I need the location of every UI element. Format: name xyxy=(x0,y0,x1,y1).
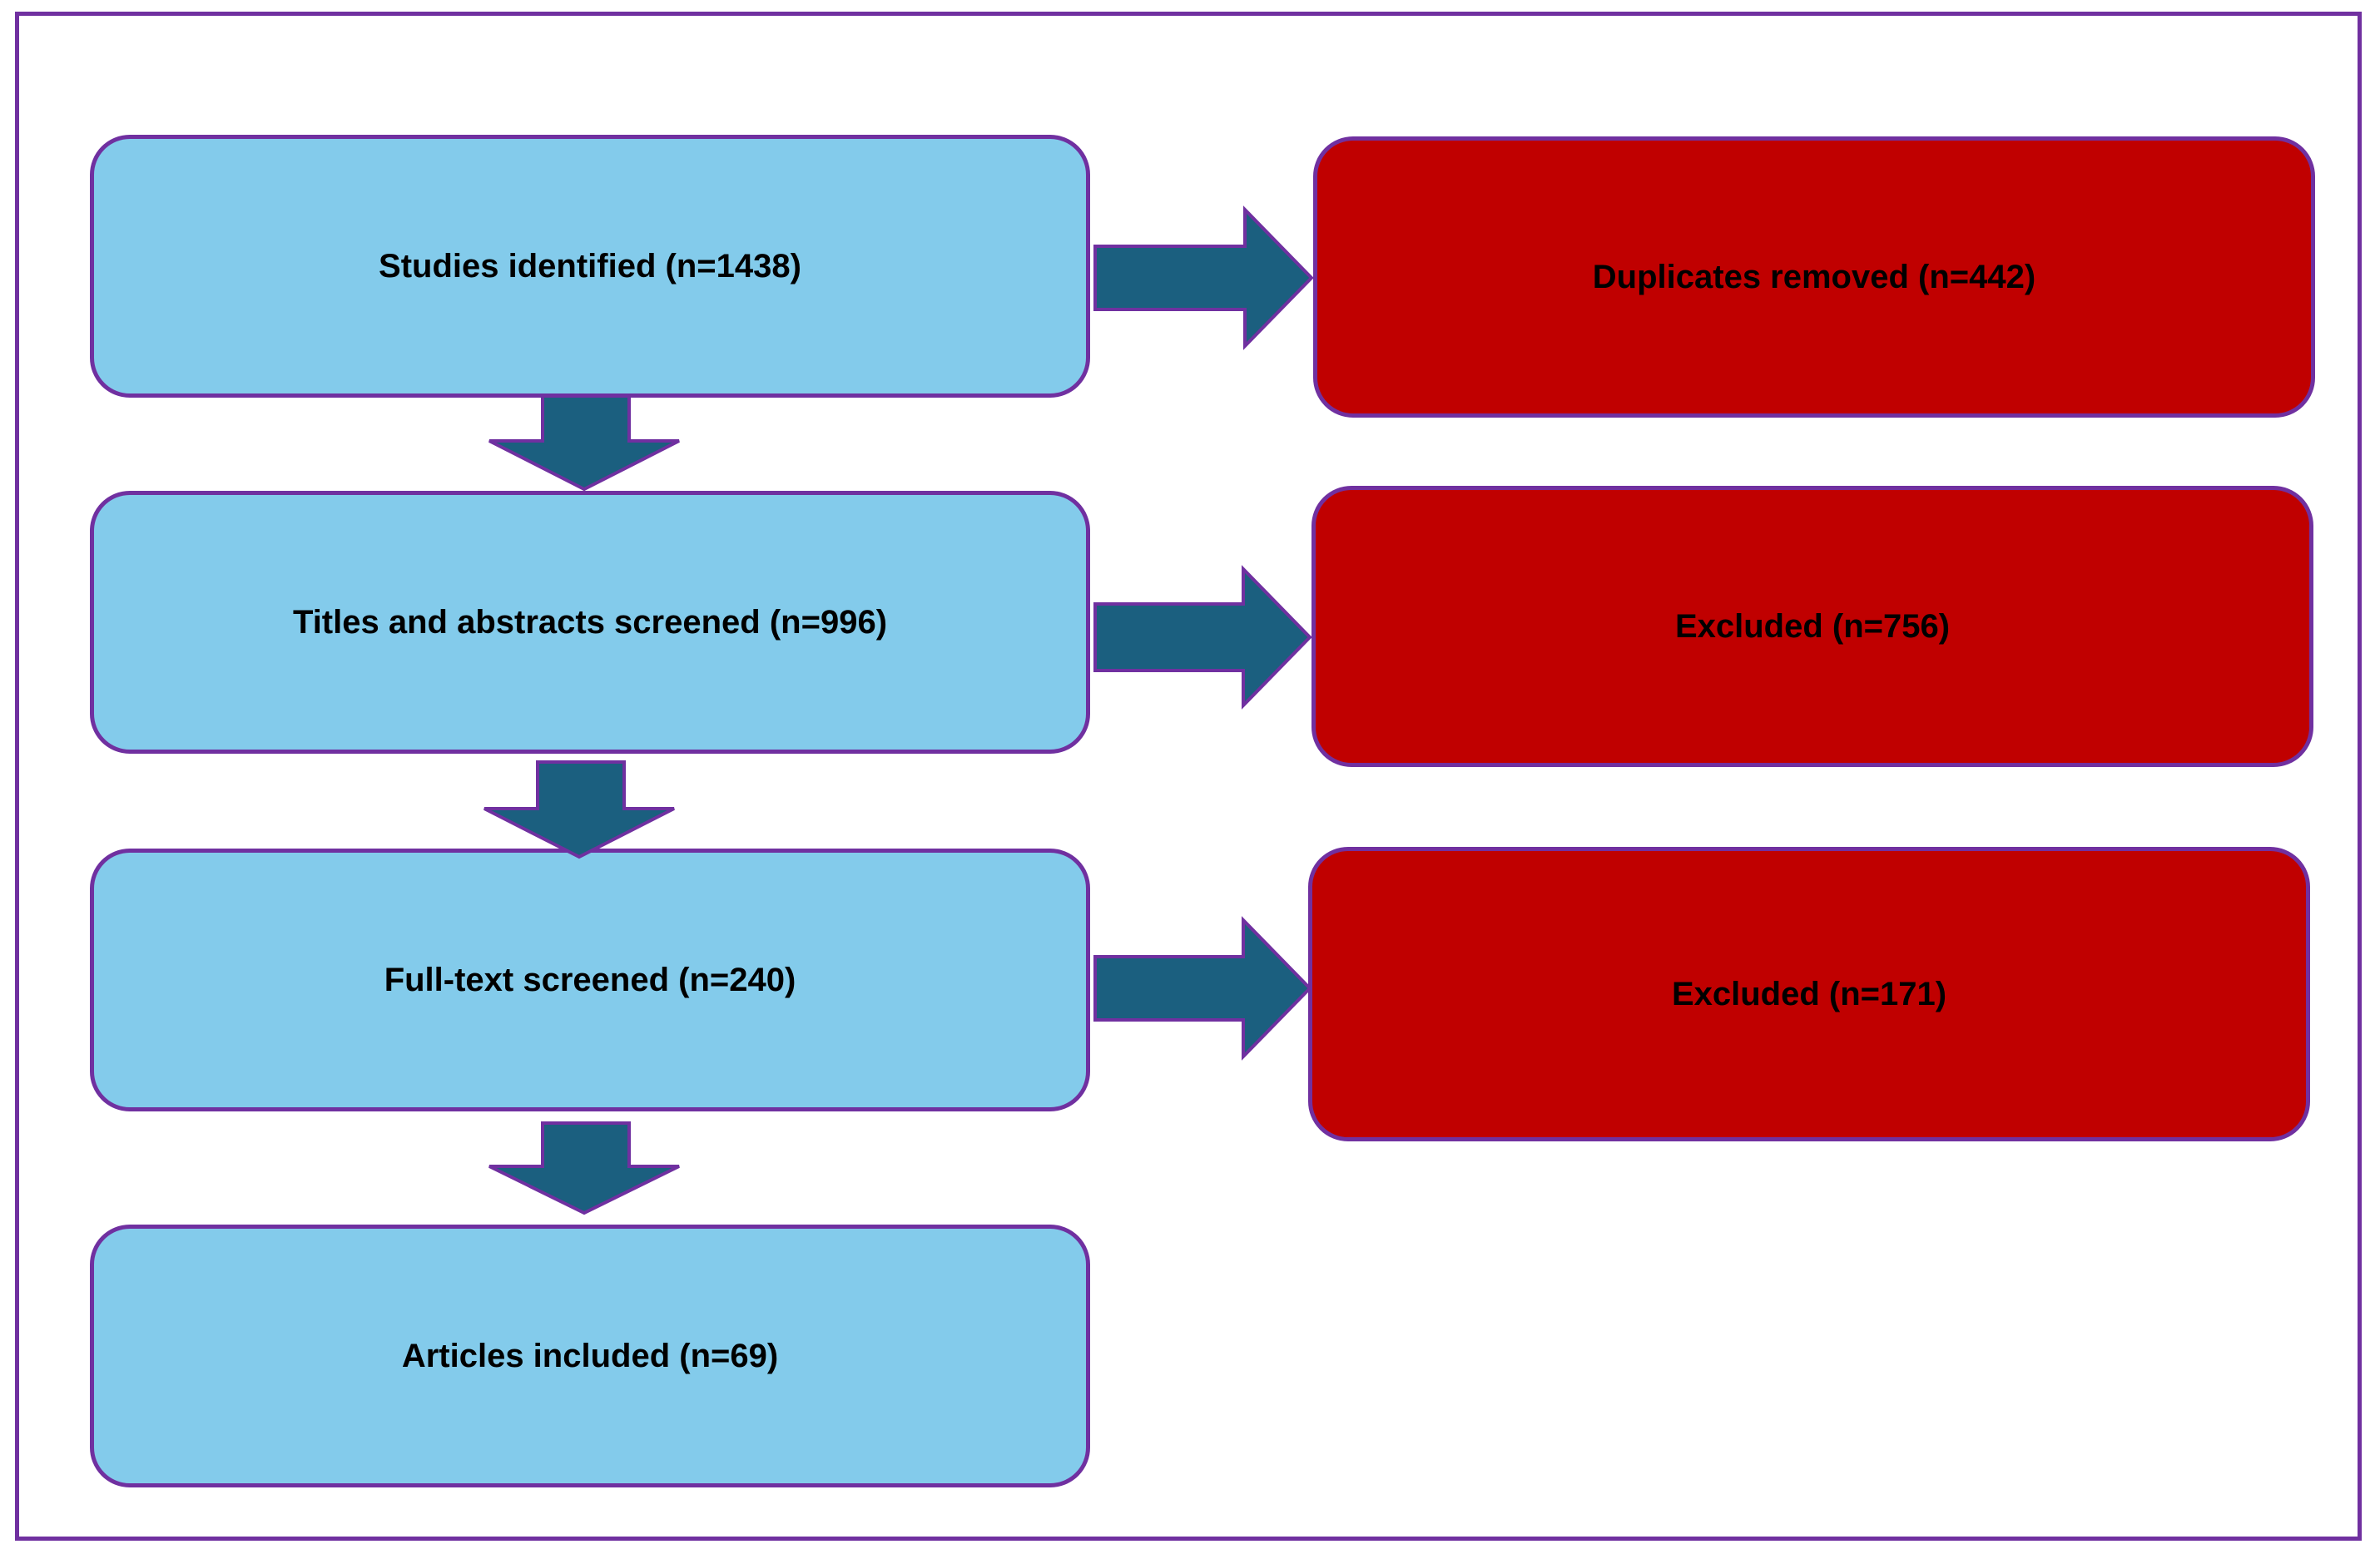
exclusion-label: Duplicates removed (n=442) xyxy=(1592,258,2036,295)
stage-label: Studies identified (n=1438) xyxy=(379,247,801,285)
stage-box-articles-included: Articles included (n=69) xyxy=(90,1225,1090,1487)
exclusion-label: Excluded (n=756) xyxy=(1674,607,1951,645)
stage-box-full-text-screened: Full-text screened (n=240) xyxy=(90,849,1090,1111)
stage-label: Articles included (n=69) xyxy=(401,1337,779,1374)
exclusion-box-excluded-full-text: Excluded (n=171) xyxy=(1308,847,2310,1141)
exclusion-box-duplicates-removed: Duplicates removed (n=442) xyxy=(1313,136,2315,418)
stage-box-studies-identified: Studies identified (n=1438) xyxy=(90,135,1090,398)
exclusion-label: Excluded (n=171) xyxy=(1671,975,1947,1012)
arrow-right-icon xyxy=(1093,205,1314,350)
stage-box-titles-abstracts-screened: Titles and abstracts screened (n=996) xyxy=(90,491,1090,754)
arrow-down-icon xyxy=(488,1121,680,1215)
arrow-down-icon xyxy=(488,394,680,492)
stage-label: Full-text screened (n=240) xyxy=(384,961,796,998)
arrow-right-icon xyxy=(1093,916,1312,1061)
arrow-right-icon xyxy=(1093,565,1312,710)
stage-label: Titles and abstracts screened (n=996) xyxy=(292,603,888,641)
arrow-down-icon xyxy=(483,760,675,859)
exclusion-box-excluded-screening: Excluded (n=756) xyxy=(1311,486,2313,767)
